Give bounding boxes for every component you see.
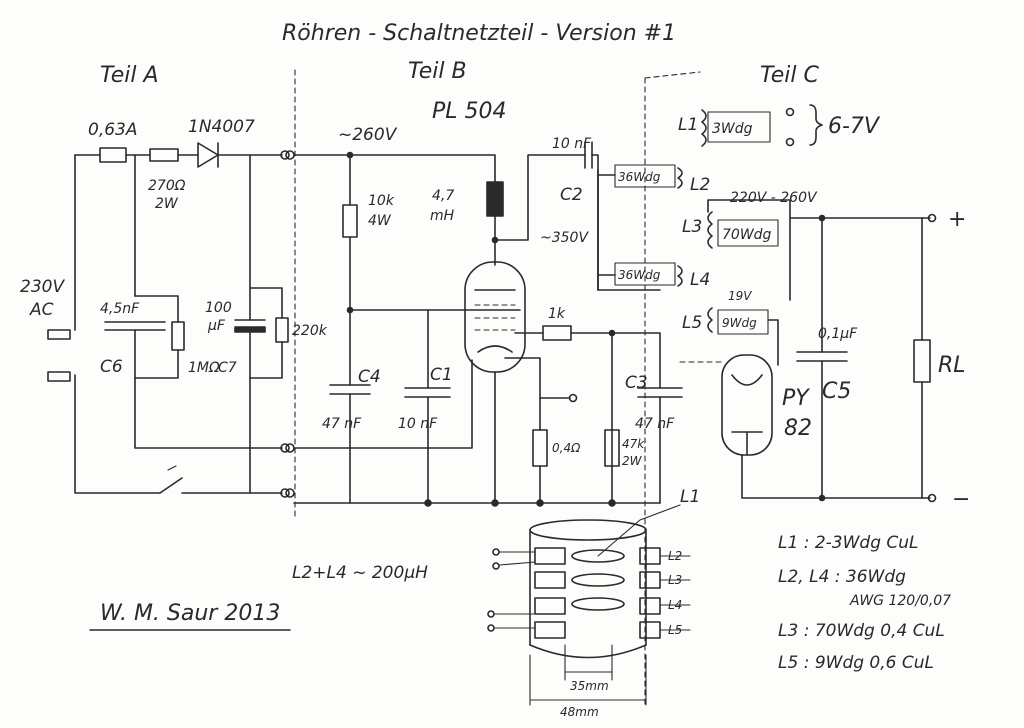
l3-label: L3 <box>682 217 702 237</box>
section-b-label: Teil B <box>408 59 467 84</box>
c2-label: C2 <box>560 185 583 205</box>
r-1k-label: 1k <box>548 306 566 322</box>
core-label: L1 <box>680 487 700 507</box>
r-220k-label: 220k <box>292 323 328 339</box>
legend-line-2: L2, L4 : 36Wdg <box>778 567 906 587</box>
r-04-label: 0,4Ω <box>552 441 581 455</box>
fuse-label: 0,63A <box>88 120 137 140</box>
c1-value: 10 nF <box>398 416 438 432</box>
c1-plates <box>404 387 451 398</box>
power-switch <box>159 477 183 494</box>
l4-label: L4 <box>690 270 710 290</box>
legend-line-5: L5 : 9Wdg 0,6 CuL <box>778 653 934 673</box>
l1-label: L1 <box>678 115 698 135</box>
v-350-label: ~350V <box>540 230 589 246</box>
c5-plates <box>796 351 848 362</box>
l3-coil <box>707 211 713 249</box>
input-voltage: 230V <box>20 277 65 297</box>
output-voltage: 220V - 260V <box>730 190 818 206</box>
c5-value: 0,1µF <box>818 326 858 342</box>
teil-a-wiring <box>47 142 290 498</box>
c6-value: 4,5nF <box>100 301 140 317</box>
l5-voltage: 19V <box>728 289 752 303</box>
l2-label: L2 <box>690 175 710 195</box>
inductance-note: L2+L4 ~ 200µH <box>292 563 428 583</box>
core-tag-l2: L2 <box>668 549 682 563</box>
resistor-1k <box>542 325 572 341</box>
c5-label: C5 <box>822 379 851 404</box>
resistor-1m <box>171 321 185 351</box>
c6-label: C6 <box>100 357 123 377</box>
tube-main-label: PL 504 <box>432 99 507 124</box>
c6-plates <box>104 321 166 331</box>
resistor-220k <box>275 317 289 343</box>
load-resistor <box>913 339 931 383</box>
legend-line-3: AWG 120/0,07 <box>849 593 951 609</box>
plus-terminal-label: + <box>948 207 966 232</box>
core-dim-outer: 48mm <box>560 705 599 719</box>
core-dim-inner: 35mm <box>570 679 609 693</box>
ac-plug-bottom <box>47 371 71 382</box>
page-title: Röhren - Schaltnetzteil - Version #1 <box>282 21 676 46</box>
l5-turns: 9Wdg <box>722 316 757 330</box>
l5-coil <box>707 307 713 333</box>
resistor-10k <box>342 204 358 238</box>
r-10k-power: 4W <box>368 213 392 229</box>
c3-label: C3 <box>625 373 648 393</box>
rl-label: RL <box>938 353 966 378</box>
fuse-symbol <box>99 147 127 163</box>
divider-c-top <box>644 71 701 79</box>
choke-unit: mH <box>430 208 455 224</box>
core-tag-l3: L3 <box>668 573 682 587</box>
l2-turns: 36Wdg <box>618 170 661 184</box>
c2-value: 10 nF <box>552 136 592 152</box>
v-260-label: ~260V <box>338 125 398 145</box>
diode-label: 1N4007 <box>188 117 255 137</box>
r-series-power: 2W <box>155 196 179 212</box>
l1-coil <box>701 109 707 147</box>
c4-value: 47 nF <box>322 416 362 432</box>
teil-c-wiring <box>597 104 937 503</box>
c7-value-2: µF <box>207 318 226 334</box>
ac-plug-top <box>47 329 71 340</box>
minus-terminal-label: − <box>952 487 970 512</box>
choke-value: 4,7 <box>432 188 454 204</box>
c3-value: 47 nF <box>635 416 675 432</box>
resistor-270 <box>149 148 179 162</box>
legend-line-1: L1 : 2-3Wdg CuL <box>778 533 919 553</box>
l4-turns: 36Wdg <box>618 268 661 282</box>
c4-label: C4 <box>358 367 381 387</box>
section-c-label: Teil C <box>760 63 819 88</box>
c1-label: C1 <box>430 365 453 385</box>
legend-line-4: L3 : 70Wdg 0,4 CuL <box>778 621 945 641</box>
core-tag-l5: L5 <box>668 623 682 637</box>
ferrite-core-drawing <box>487 504 691 706</box>
tube-pl504 <box>464 261 526 373</box>
r-series-value: 270Ω <box>148 178 186 194</box>
r-bleed-label: 1MΩ <box>188 360 220 376</box>
l5-label: L5 <box>682 313 702 333</box>
resistor-47k <box>604 429 620 467</box>
teil-b-wiring <box>285 141 683 507</box>
r-10k-value: 10k <box>368 193 395 209</box>
py82-label-2: 82 <box>784 416 812 441</box>
choke-4-7mh <box>486 181 504 217</box>
c7-label: C7 <box>218 360 237 376</box>
l3-turns: 70Wdg <box>722 227 772 243</box>
r-47k-power: 2W <box>622 454 643 468</box>
l1-voltage: 6-7V <box>828 114 881 139</box>
section-a-label: Teil A <box>100 63 159 88</box>
signature: W. M. Saur 2013 <box>100 601 280 626</box>
input-type: AC <box>29 300 54 320</box>
core-tag-l4: L4 <box>668 598 682 612</box>
l1-turns: 3Wdg <box>712 121 753 137</box>
c7-value-1: 100 <box>205 300 232 316</box>
py82-label-1: PY <box>782 386 810 411</box>
diode-symbol <box>197 142 219 168</box>
r-47k-value: 47k <box>622 437 645 451</box>
resistor-0-4 <box>532 429 548 467</box>
